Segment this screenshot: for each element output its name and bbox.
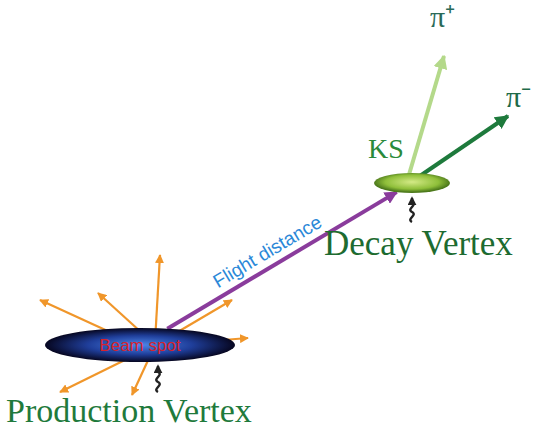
beam-spot-ellipse: Beam spot [45, 328, 235, 362]
track-line [156, 255, 161, 333]
particle-label: π⁺ [430, 2, 455, 32]
pion-track [414, 116, 508, 180]
ellipse-outline [374, 173, 450, 193]
particle-label: π⁻ [506, 82, 531, 112]
node-label: Beam spot [99, 337, 180, 354]
track-line [40, 300, 112, 333]
edge-label: Flight distance [210, 212, 325, 291]
pointer-arrow [156, 366, 159, 392]
particle-name: KS [368, 135, 404, 163]
vertex-label: Decay Vertex [324, 226, 513, 261]
ellipse-shape [374, 173, 450, 193]
decay-vertex-ellipse: KS [374, 173, 450, 193]
track-line [98, 293, 142, 333]
pointer-arrow [410, 198, 413, 222]
vertex-label: Production Vertex [6, 394, 252, 428]
ellipse-shape [45, 328, 235, 362]
pion-track [408, 56, 444, 178]
